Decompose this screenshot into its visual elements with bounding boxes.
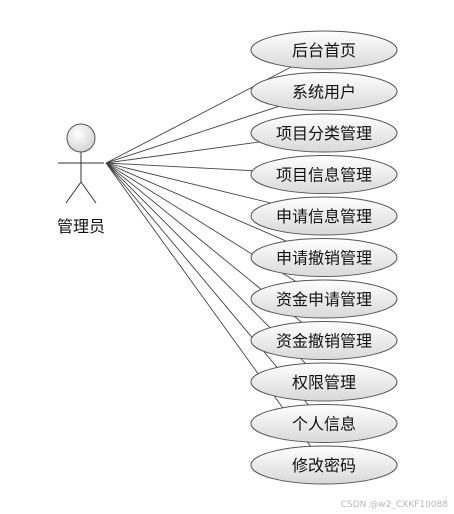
use-case: 修改密码 (250, 445, 398, 485)
use-case-label: 申请撤销管理 (276, 249, 372, 268)
use-case-ellipse (250, 113, 398, 153)
association-line (105, 162, 253, 172)
association-line (105, 141, 260, 164)
use-case-label: 项目分类管理 (276, 124, 372, 143)
actor-left-leg (65, 181, 82, 204)
watermark: CSDN @w2_CXKF10088 (340, 500, 448, 510)
use-case: 后台首页 (250, 30, 398, 70)
association-line (105, 105, 279, 164)
use-case-label: 后台首页 (292, 41, 356, 60)
association-line (105, 162, 271, 204)
use-case: 申请信息管理 (250, 196, 398, 236)
use-case: 系统用户 (250, 72, 398, 111)
association-line (105, 162, 311, 447)
use-case: 申请撤销管理 (250, 238, 398, 277)
actor-label: 管理员 (57, 217, 105, 236)
use-case-label: 系统用户 (292, 83, 356, 102)
use-case: 资金撤销管理 (250, 321, 398, 360)
use-case-label: 项目信息管理 (276, 166, 372, 185)
use-case: 资金申请管理 (250, 279, 398, 319)
association-line (105, 162, 287, 242)
use-case-ellipse (250, 321, 398, 360)
use-case: 权限管理 (250, 362, 398, 402)
use-case-list: 后台首页系统用户项目分类管理项目信息管理申请信息管理申请撤销管理资金申请管理资金… (250, 30, 398, 485)
use-case: 项目分类管理 (250, 113, 398, 153)
actor-admin: 管理员 (57, 123, 105, 236)
use-case-ellipse (250, 279, 398, 319)
use-case-label: 资金申请管理 (276, 290, 372, 309)
actor-right-leg (80, 181, 97, 204)
use-case-label: 申请信息管理 (276, 207, 372, 226)
use-case-label: 修改密码 (292, 456, 356, 475)
use-case-ellipse (250, 72, 398, 111)
use-case-ellipse (250, 238, 398, 277)
actor-head (66, 123, 96, 153)
use-case-label: 资金撤销管理 (276, 332, 372, 351)
association-line (105, 162, 309, 406)
use-case-ellipse (250, 445, 398, 485)
use-case-label: 个人信息 (292, 415, 356, 434)
use-case-ellipse (250, 30, 398, 70)
use-case-ellipse (250, 362, 398, 402)
use-case: 项目信息管理 (250, 155, 398, 194)
use-case-ellipse (250, 196, 398, 236)
use-case-label: 权限管理 (292, 373, 356, 392)
use-case-ellipse (250, 155, 398, 194)
use-case-ellipse (250, 404, 398, 443)
use-case: 个人信息 (250, 404, 398, 443)
